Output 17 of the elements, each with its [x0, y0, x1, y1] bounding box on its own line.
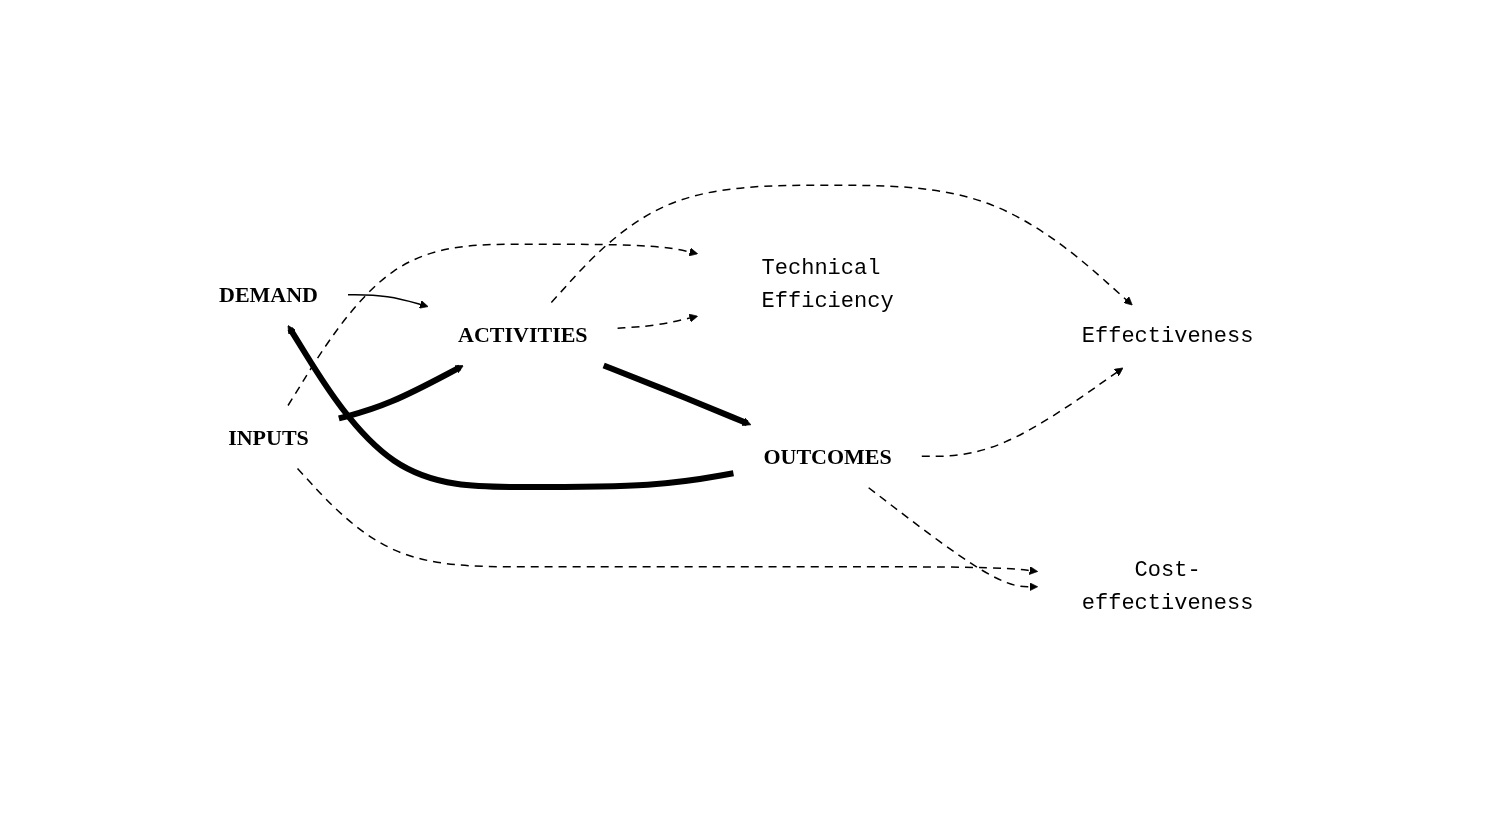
node-text: DEMAND [218, 281, 318, 307]
arrow [287, 325, 734, 490]
arrow [337, 364, 464, 422]
arrow [920, 367, 1123, 457]
node-text: Technical Efficiency [761, 256, 894, 314]
arrow [346, 293, 429, 309]
node-text: Effectiveness [1081, 324, 1254, 349]
node-text: INPUTS [227, 424, 309, 450]
node-text: ACTIVITIES [457, 321, 588, 347]
arrow [550, 184, 1133, 306]
arrow [296, 467, 1038, 575]
arrow [616, 313, 698, 329]
node-text: Cost-effectiveness [1081, 557, 1254, 616]
arrow [602, 362, 751, 426]
arrow [286, 243, 698, 407]
node-text: OUTCOMES [763, 443, 892, 469]
arrow [867, 487, 1038, 592]
